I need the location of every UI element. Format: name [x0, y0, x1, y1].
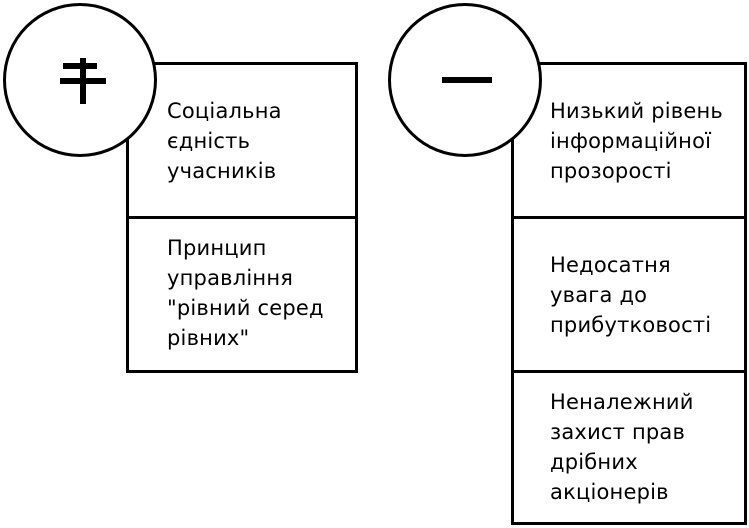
plus-icon: [60, 58, 106, 104]
pros-item-1-text: Соціальна єдність учасників: [167, 99, 282, 183]
cons-column: Низький рівень інформаційної прозорості …: [511, 62, 747, 525]
cons-item-3-text: Неналежний захист прав дрібних акціонері…: [550, 390, 694, 504]
cons-item-2: Недосатня увага до прибутковості: [511, 216, 747, 373]
pros-item-2-text: Принцип управління "рівний серед рівних": [167, 236, 324, 350]
cons-item-1: Низький рівень інформаційної прозорості: [511, 62, 747, 219]
cons-item-2-text: Недосатня увага до прибутковості: [550, 253, 712, 337]
minus-icon: [442, 77, 492, 83]
pros-column: Соціальна єдність учасників Принцип упра…: [126, 62, 358, 373]
plus-circle: [3, 3, 157, 157]
pros-item-2: Принцип управління "рівний серед рівних": [126, 216, 358, 373]
cons-item-3: Неналежний захист прав дрібних акціонері…: [511, 370, 747, 525]
minus-circle: [388, 3, 542, 157]
pros-item-1: Соціальна єдність учасників: [126, 62, 358, 219]
cons-item-1-text: Низький рівень інформаційної прозорості: [550, 99, 724, 183]
